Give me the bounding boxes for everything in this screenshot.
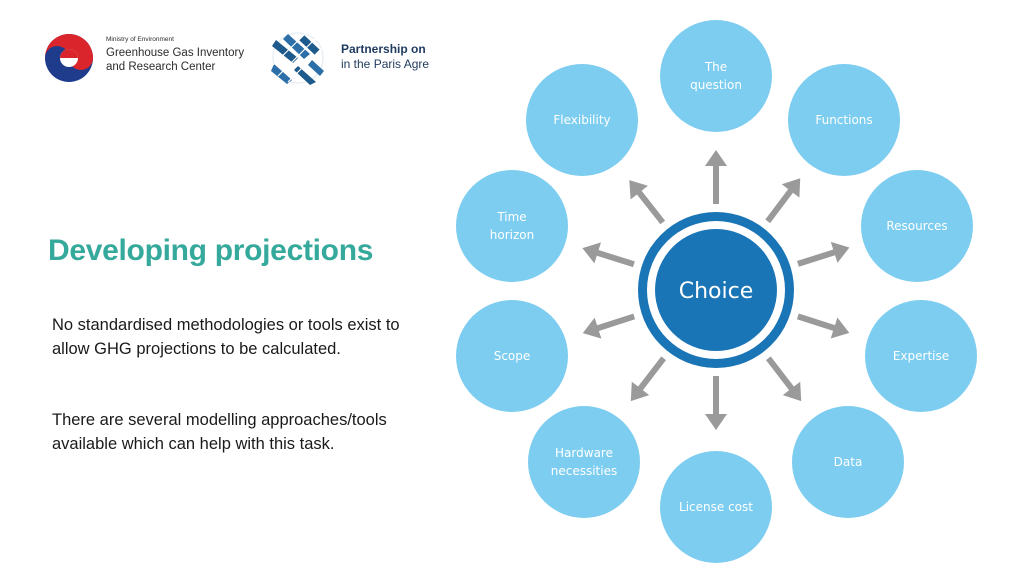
logo2-line1: Partnership on	[341, 42, 426, 56]
gir-logo-text: Ministry of Environment Greenhouse Gas I…	[106, 36, 244, 74]
partnership-logo-text: Partnership on in the Paris Agre	[341, 42, 429, 72]
node-circle	[660, 20, 772, 132]
arrows-group	[582, 150, 850, 430]
node-label: The	[704, 60, 727, 74]
node-label: question	[690, 78, 742, 92]
node-label: License cost	[679, 500, 753, 514]
node-label: Functions	[815, 113, 872, 127]
node-circle	[456, 170, 568, 282]
arrow-to-license-cost	[705, 376, 727, 430]
node-circle	[788, 64, 900, 176]
node-label: Scope	[494, 349, 531, 363]
node-label: horizon	[490, 228, 534, 242]
choice-diagram: The questionFunctionsResourcesExpertiseDa…	[456, 20, 977, 563]
arrow-to-the-question	[705, 150, 727, 204]
logo1-line1: Greenhouse Gas Inventory	[106, 47, 245, 59]
paragraph-1: No standardised methodologies or tools e…	[52, 316, 400, 358]
node-circle	[865, 300, 977, 412]
center-disc	[655, 229, 777, 351]
taegeuk-logo-icon	[45, 34, 93, 82]
node-time-horizon: Time horizon	[456, 170, 568, 282]
arrow-to-resources	[797, 241, 850, 267]
node-expertise: Expertise	[865, 300, 977, 412]
node-circle	[861, 170, 973, 282]
node-circle	[660, 451, 772, 563]
globe-logo-icon	[271, 32, 324, 85]
center-label: Choice	[679, 279, 754, 304]
node-the-question: The question	[660, 20, 772, 132]
node-circle	[792, 406, 904, 518]
center-node: Choice	[638, 212, 794, 368]
node-circle	[456, 300, 568, 412]
node-scope: Scope	[456, 300, 568, 412]
arrow-to-scope	[582, 313, 636, 339]
logo1-ministry: Ministry of Environment	[106, 36, 174, 43]
arrow-to-expertise	[796, 313, 850, 339]
node-label: Hardware	[555, 446, 613, 460]
arrow-to-flexibility	[629, 180, 666, 225]
node-resources: Resources	[861, 170, 973, 282]
node-functions: Functions	[788, 64, 900, 176]
arrow-to-time-horizon	[582, 242, 635, 268]
gir-logo: Ministry of Environment Greenhouse Gas I…	[44, 32, 264, 86]
node-label: Resources	[886, 219, 947, 233]
node-license-cost: License cost	[660, 451, 772, 563]
node-label: Expertise	[893, 349, 949, 363]
page-title: Developing projections	[48, 234, 374, 267]
logo2-line2: in the Paris Agre	[341, 57, 430, 71]
node-label: Flexibility	[553, 113, 610, 127]
node-circle	[528, 406, 640, 518]
partnership-logo: Partnership on in the Paris Agre	[268, 30, 448, 86]
logo1-line2: and Research Center	[106, 61, 216, 73]
nodes-group: The questionFunctionsResourcesExpertiseDa…	[456, 20, 977, 563]
node-flexibility: Flexibility	[526, 64, 638, 176]
arrow-to-hardware-necessities	[630, 356, 666, 402]
paragraph-2: There are several modelling approaches/t…	[52, 411, 387, 453]
node-circle	[526, 64, 638, 176]
node-label: Time	[496, 210, 526, 224]
arrow-to-functions	[765, 178, 801, 224]
node-label: Data	[834, 455, 863, 469]
node-data: Data	[792, 406, 904, 518]
node-hardware-necessities: Hardware necessities	[528, 406, 640, 518]
arrow-to-data	[766, 356, 802, 402]
node-label: necessities	[551, 464, 617, 478]
